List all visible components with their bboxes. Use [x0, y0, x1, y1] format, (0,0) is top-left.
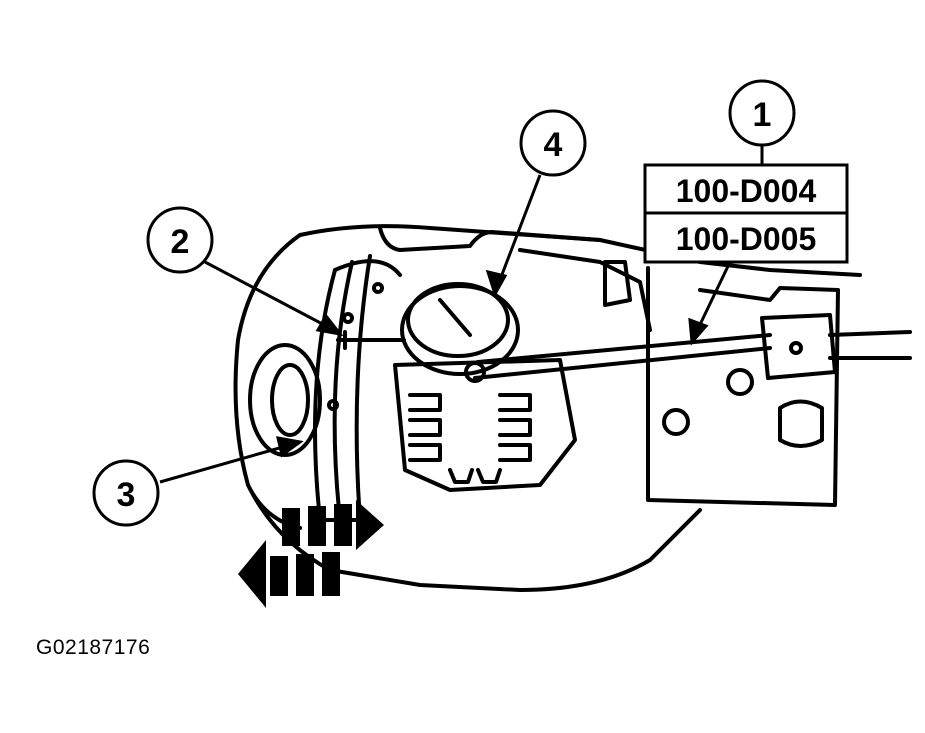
callout-circle-4	[519, 109, 587, 177]
figure-id: G02187176	[36, 636, 151, 659]
cover-stud	[603, 260, 632, 307]
leader-line-4	[496, 174, 542, 286]
flange-bolt-2	[342, 312, 354, 324]
dial-indicator-needle	[438, 298, 472, 337]
callout-label-4: 4	[544, 126, 563, 164]
side-gear-teeth	[408, 393, 532, 462]
rod-clamp-screw	[789, 341, 803, 355]
leader-arrowhead-tool	[688, 317, 709, 346]
leader-line-2	[204, 260, 331, 330]
rod-clamp	[760, 313, 837, 380]
dial-indicator-mount	[464, 361, 486, 383]
tool-number-2: 100-D005	[676, 221, 817, 257]
differential-window	[393, 358, 577, 492]
callout-circle-1	[728, 79, 796, 147]
right-bracket	[646, 266, 840, 507]
ring-gear-flange	[313, 254, 402, 522]
mount-rod	[828, 330, 912, 360]
bracket-bolt-upper	[726, 368, 754, 396]
leader-arrowhead-3	[276, 436, 304, 458]
housing-ledge	[378, 226, 652, 332]
side-bearing-hub-inner	[270, 363, 310, 437]
leader-arrowhead-4	[485, 269, 508, 298]
pinion-teeth	[448, 468, 502, 484]
leader-line-3	[159, 443, 291, 484]
bracket-bolt-lower	[662, 408, 690, 436]
callout-circle-2	[146, 206, 214, 274]
callout-label-2: 2	[171, 223, 190, 261]
leader-arrowhead-2	[315, 313, 344, 337]
callout-circle-3	[92, 459, 160, 527]
movement-arrow-left	[238, 540, 340, 608]
flange-bolt-1	[372, 282, 384, 294]
movement-arrow-right	[282, 500, 384, 550]
indicator-plunger	[336, 330, 406, 350]
right-bracket-boss	[778, 399, 824, 448]
indicator-rod	[473, 333, 772, 380]
callout-label-1: 1	[753, 96, 772, 134]
tool-number-1: 100-D004	[676, 173, 817, 209]
side-bearing-hub	[248, 343, 322, 457]
callout-label-3: 3	[117, 476, 136, 514]
flange-bolt-3	[327, 399, 339, 411]
dial-indicator-face	[406, 282, 510, 358]
